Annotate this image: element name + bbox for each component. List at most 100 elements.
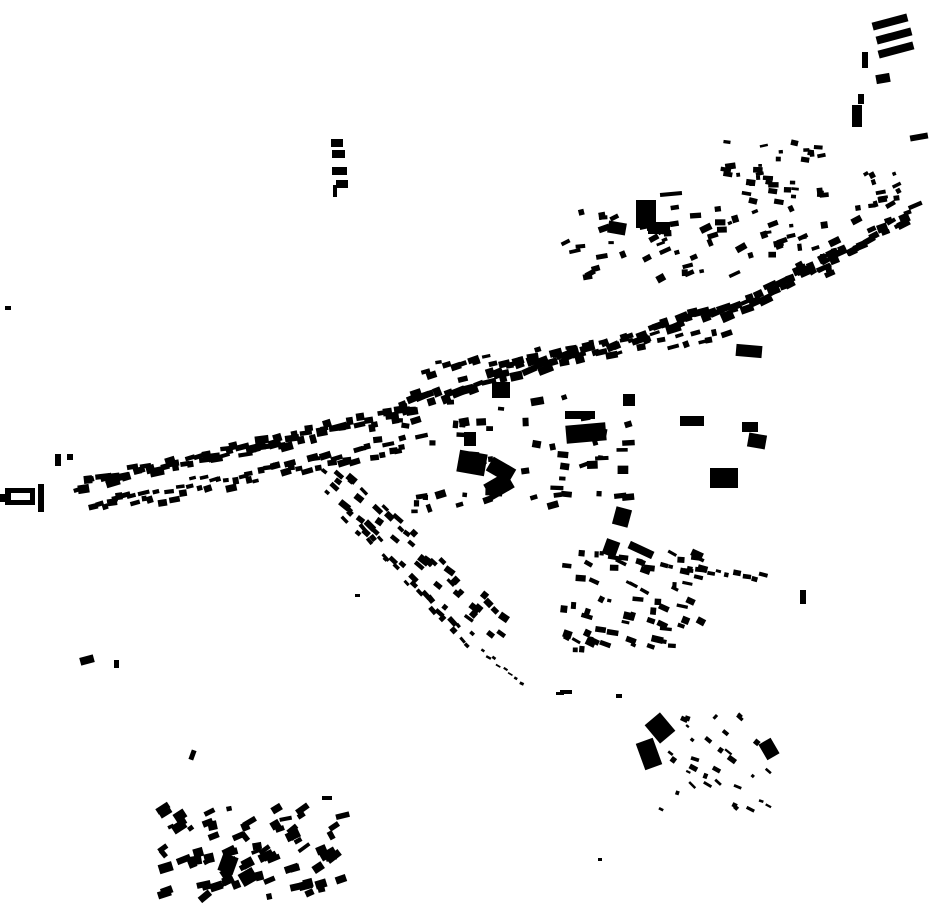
building	[295, 802, 310, 816]
building	[225, 805, 233, 812]
building	[452, 420, 459, 429]
building	[320, 467, 328, 475]
building	[627, 337, 634, 344]
building	[685, 596, 696, 606]
building	[175, 484, 185, 489]
building	[583, 559, 594, 568]
building	[742, 422, 758, 432]
building	[635, 330, 648, 340]
building	[673, 249, 680, 256]
building	[752, 738, 761, 747]
building	[0, 494, 6, 502]
building	[820, 221, 829, 229]
building	[659, 561, 669, 569]
building	[813, 144, 823, 150]
building	[105, 478, 121, 489]
building	[686, 565, 693, 571]
building	[186, 460, 194, 468]
building	[279, 815, 293, 822]
building	[247, 442, 261, 454]
building	[667, 343, 680, 351]
building	[733, 783, 742, 790]
building	[492, 382, 510, 398]
building	[680, 416, 704, 426]
building	[388, 555, 399, 566]
building	[156, 888, 172, 900]
building	[530, 396, 545, 407]
building	[732, 569, 742, 577]
building	[542, 357, 559, 369]
building	[758, 799, 764, 804]
building	[734, 242, 748, 254]
building	[409, 580, 419, 589]
building	[452, 589, 462, 599]
building	[505, 361, 514, 369]
building	[648, 233, 660, 243]
building	[332, 167, 347, 175]
building	[816, 190, 824, 198]
building	[333, 469, 345, 480]
building	[622, 611, 636, 621]
building	[746, 432, 768, 450]
building	[594, 348, 608, 357]
building	[541, 359, 550, 367]
building	[837, 244, 848, 256]
building	[789, 223, 794, 228]
building	[875, 27, 913, 45]
building	[596, 490, 602, 497]
building	[799, 269, 811, 279]
building	[786, 232, 796, 239]
building	[314, 464, 323, 472]
building	[689, 212, 702, 219]
building	[715, 219, 726, 226]
building	[615, 558, 627, 567]
building	[685, 724, 690, 729]
building	[443, 565, 456, 577]
building	[577, 208, 585, 216]
building	[800, 590, 806, 604]
building	[893, 195, 900, 201]
building	[575, 243, 586, 249]
building	[639, 587, 650, 596]
building	[225, 483, 238, 493]
building	[692, 306, 710, 318]
building	[677, 556, 685, 564]
building	[509, 370, 524, 382]
building	[409, 528, 419, 538]
building	[690, 329, 701, 337]
building	[186, 857, 198, 869]
building	[868, 230, 880, 241]
building	[667, 549, 678, 557]
building	[877, 195, 888, 204]
building	[698, 339, 707, 345]
building	[711, 765, 722, 774]
building	[185, 483, 194, 490]
building	[764, 767, 772, 775]
building	[578, 461, 589, 469]
building	[272, 461, 280, 466]
building	[751, 208, 759, 215]
building	[408, 572, 419, 584]
building	[823, 269, 836, 279]
building	[689, 737, 695, 743]
building	[690, 756, 700, 763]
building	[768, 251, 776, 258]
building	[648, 222, 670, 234]
building	[252, 478, 260, 484]
building	[324, 489, 331, 496]
building	[676, 603, 689, 610]
building	[402, 529, 411, 538]
building	[114, 660, 119, 668]
building	[880, 228, 891, 236]
building	[411, 509, 418, 514]
building	[710, 328, 718, 337]
building	[462, 492, 468, 498]
building	[178, 489, 188, 497]
building	[684, 269, 695, 278]
building	[619, 250, 627, 259]
building	[269, 818, 282, 831]
building	[625, 635, 637, 645]
building	[661, 237, 668, 243]
building	[207, 820, 218, 831]
building	[370, 421, 379, 429]
